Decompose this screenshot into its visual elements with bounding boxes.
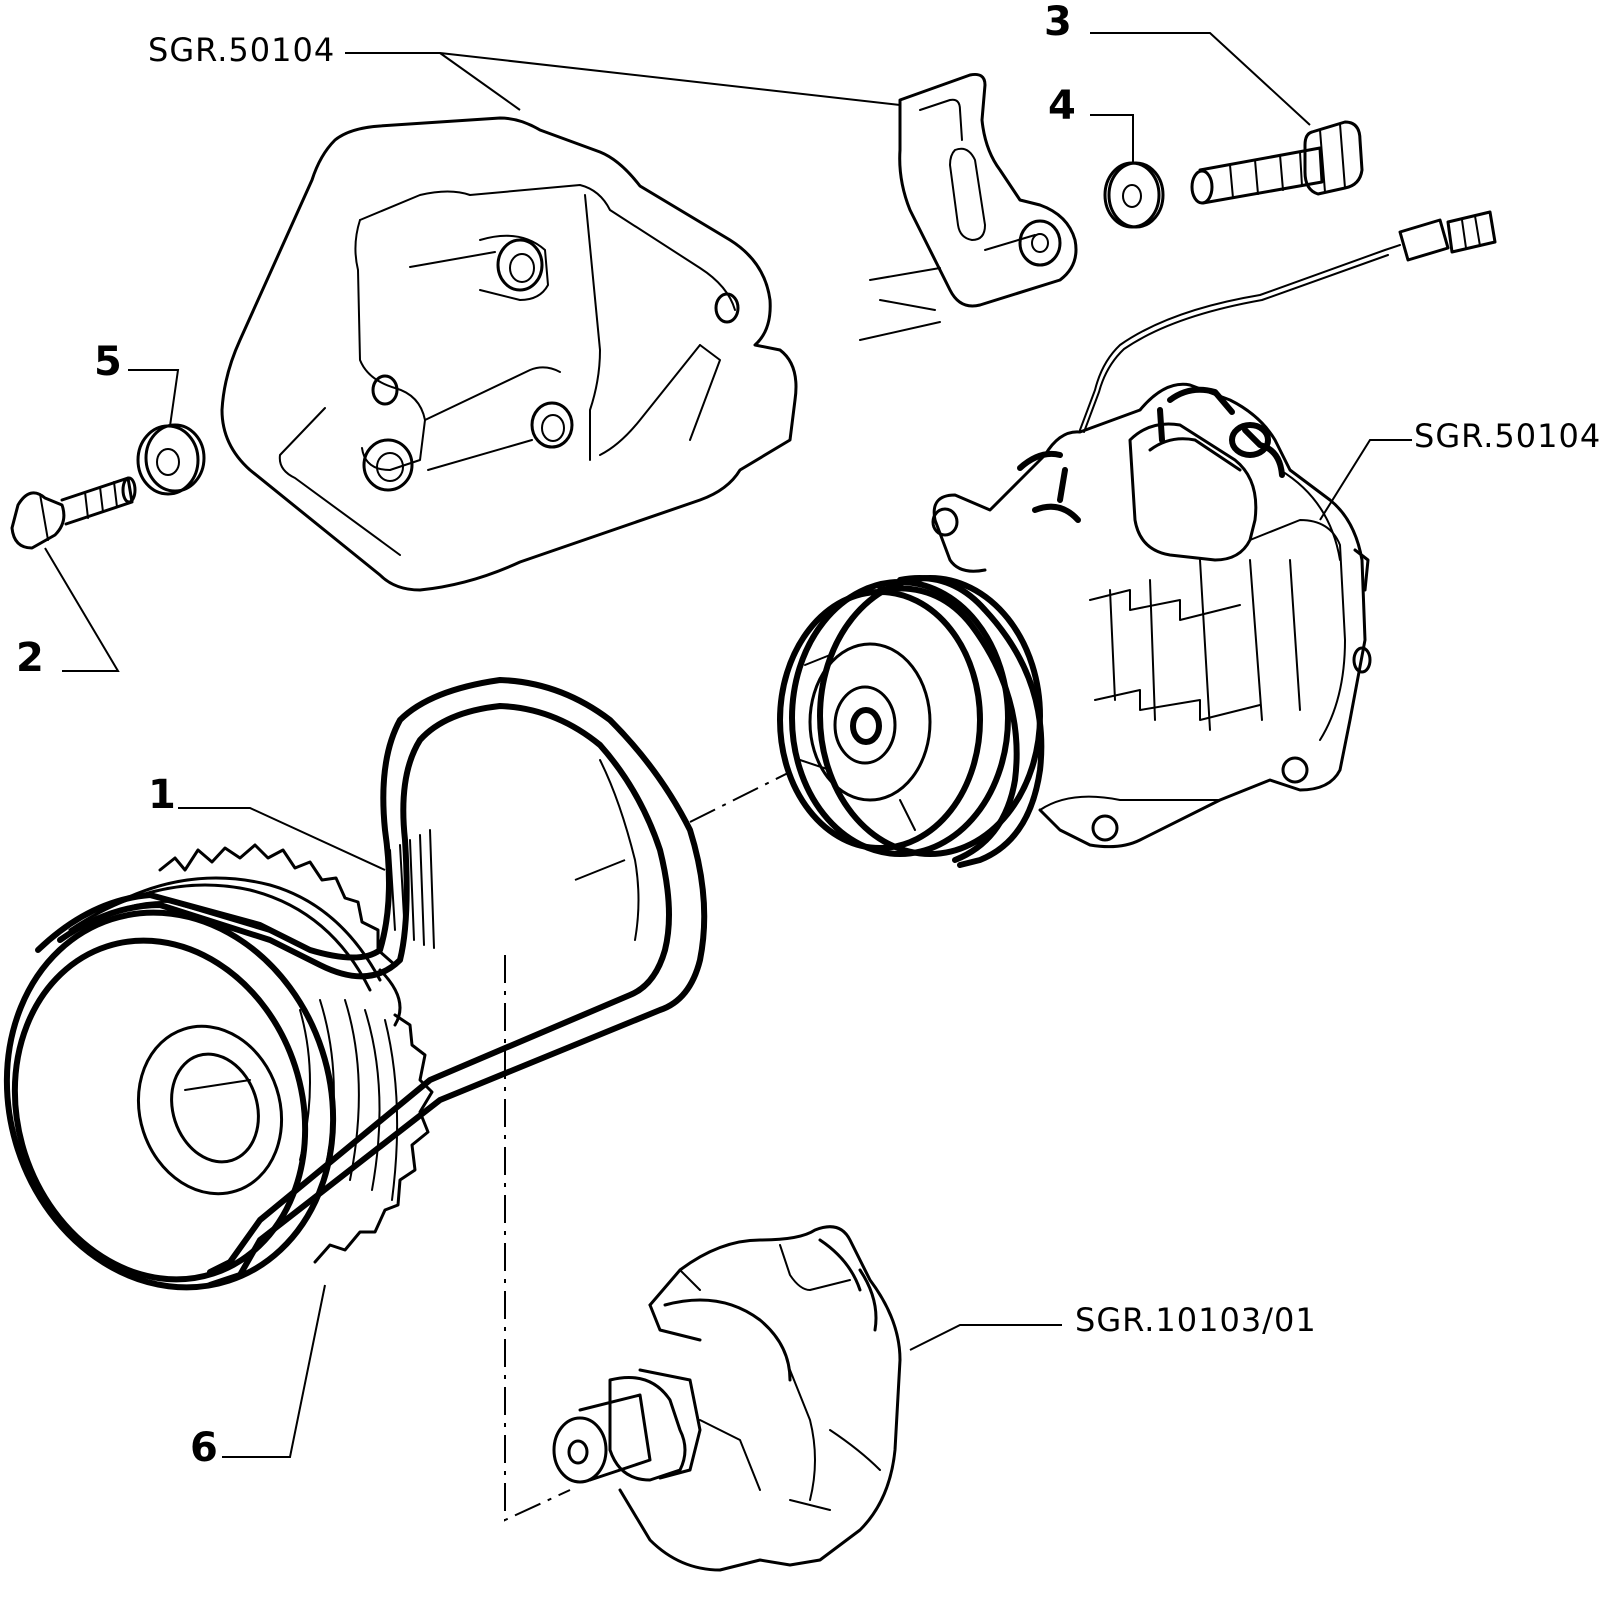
axis-centerlines [504,771,791,1522]
label-ref-top: SGR.50104 [148,31,336,69]
label-part-1: 1 [148,772,176,818]
mounting-bracket-plate [220,116,798,592]
ac-compressor [931,382,1372,849]
washer-part-4 [1103,161,1165,229]
poly-v-belt-part-1 [35,677,708,1288]
tensioner-bracket [859,73,1078,341]
compressor-pulley [777,575,1045,868]
crankshaft [552,1225,902,1572]
label-part-2: 2 [16,635,44,681]
bolt-part-3 [1190,120,1364,205]
label-ref-bottom: SGR.10103/01 [1075,1301,1317,1339]
label-part-6: 6 [190,1425,218,1471]
wiring-connector [1079,210,1497,433]
crankshaft-pulley [3,843,434,1291]
leader-lines [44,32,1412,1458]
label-part-4: 4 [1048,83,1076,129]
label-ref-right: SGR.50104 [1414,417,1600,455]
washer-part-5 [136,423,206,496]
label-part-3: 3 [1044,0,1072,45]
bolt-part-2 [10,476,137,550]
label-part-5: 5 [94,339,122,385]
